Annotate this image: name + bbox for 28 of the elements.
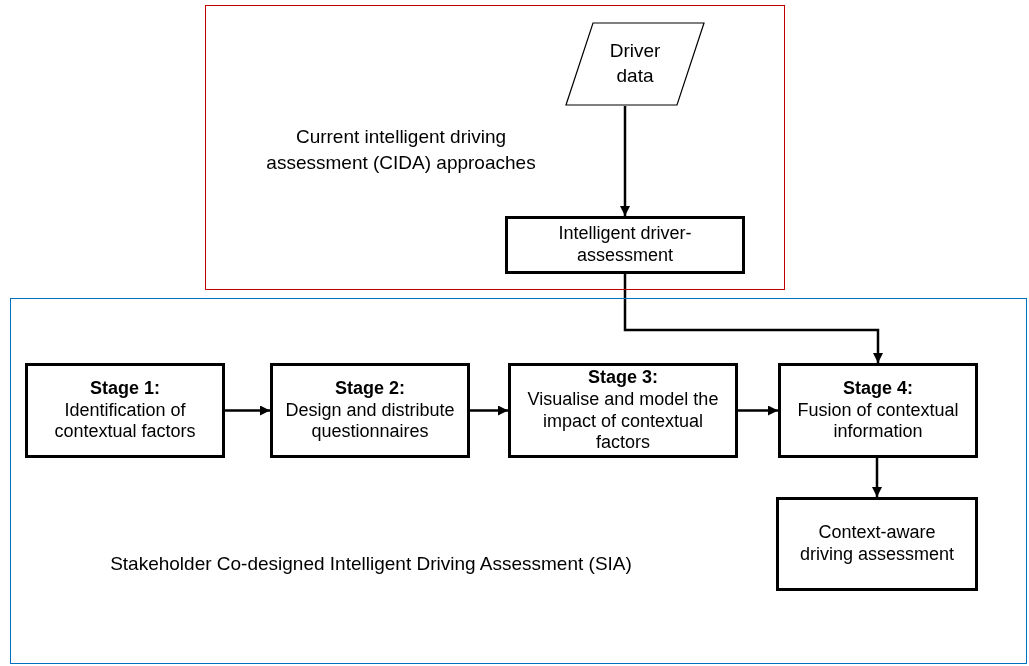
arrow: [738, 405, 778, 416]
arrow: [225, 405, 270, 416]
arrow: [470, 405, 508, 416]
stage-box: [508, 363, 738, 458]
group-frame: [205, 5, 785, 290]
arrow: [872, 458, 882, 497]
stage-box: [25, 363, 225, 458]
node-label: Visualise and model the impact of contextual factors: [526, 388, 720, 454]
stage-box: [270, 363, 470, 458]
stage-box: [778, 363, 978, 458]
stage-heading: Stage 4:: [843, 378, 913, 400]
node-label: Design and distribute questionnaires: [285, 399, 455, 443]
node-label: Intelligent driver-assessment: [557, 223, 693, 267]
data-parallelogram: [565, 22, 705, 106]
process-box: [505, 216, 745, 274]
stage-heading: Stage 3:: [588, 367, 658, 389]
arrow: [620, 106, 630, 216]
stage-heading: Stage 2:: [335, 378, 405, 400]
node-label: Context-aware driving assessment: [798, 522, 956, 566]
node-label: Fusion of contextual information: [796, 399, 960, 443]
arrow: [623, 274, 883, 363]
group-frame: [10, 298, 1027, 664]
node-label: Identification of contextual factors: [53, 399, 197, 443]
process-box: [776, 497, 978, 591]
group-title: Current intelligent driving assessment (CIDA) approaches: [265, 125, 537, 175]
stage-heading: Stage 1:: [90, 378, 160, 400]
node-label: Driver data: [608, 39, 662, 88]
group-title: Stakeholder Co-designed Intelligent Driving Assessment (SIA): [109, 552, 633, 576]
